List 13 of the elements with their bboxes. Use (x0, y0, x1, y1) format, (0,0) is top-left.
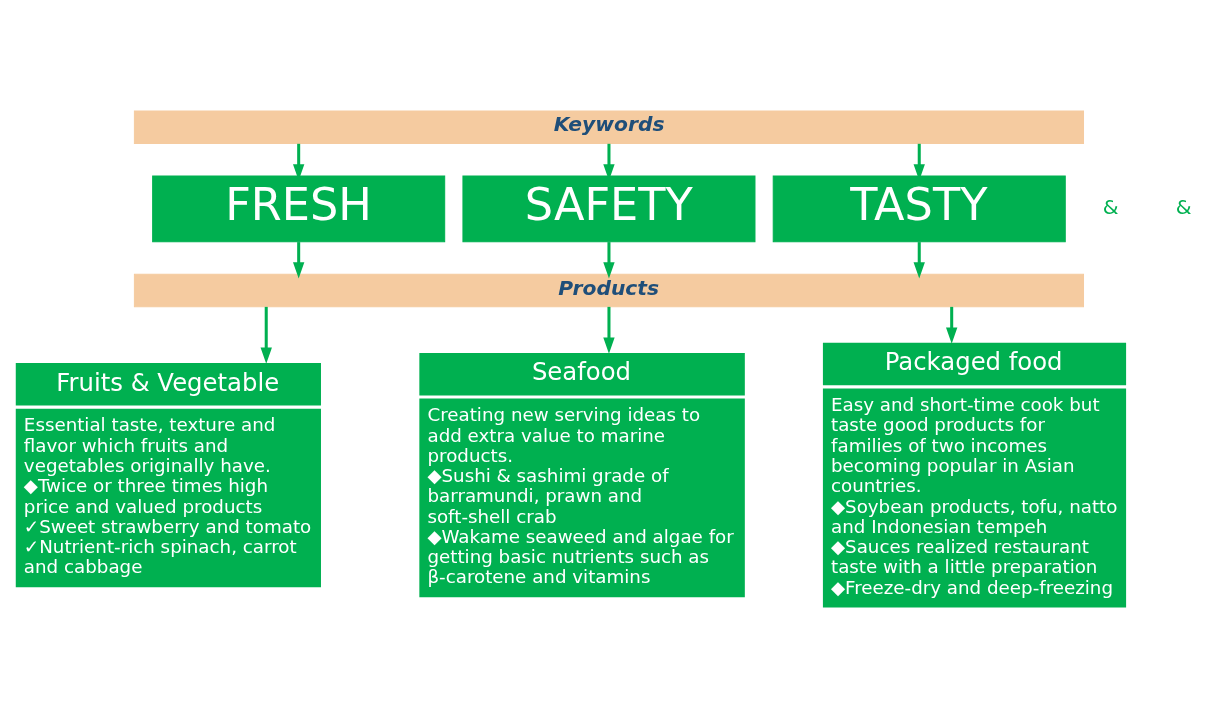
arrow (293, 241, 305, 278)
label: & (1102, 194, 1119, 219)
node-box: TASTY (772, 174, 1066, 242)
arrow (603, 306, 615, 354)
label: & (1175, 194, 1192, 219)
node-box: SAFETY (462, 174, 756, 242)
arrow (913, 241, 925, 278)
arrow (946, 306, 958, 344)
node-box: FRESH (152, 174, 446, 242)
arrow (603, 241, 615, 278)
arrow (260, 306, 272, 364)
node-box: Products (133, 273, 1084, 307)
node-box: Keywords (133, 110, 1084, 144)
